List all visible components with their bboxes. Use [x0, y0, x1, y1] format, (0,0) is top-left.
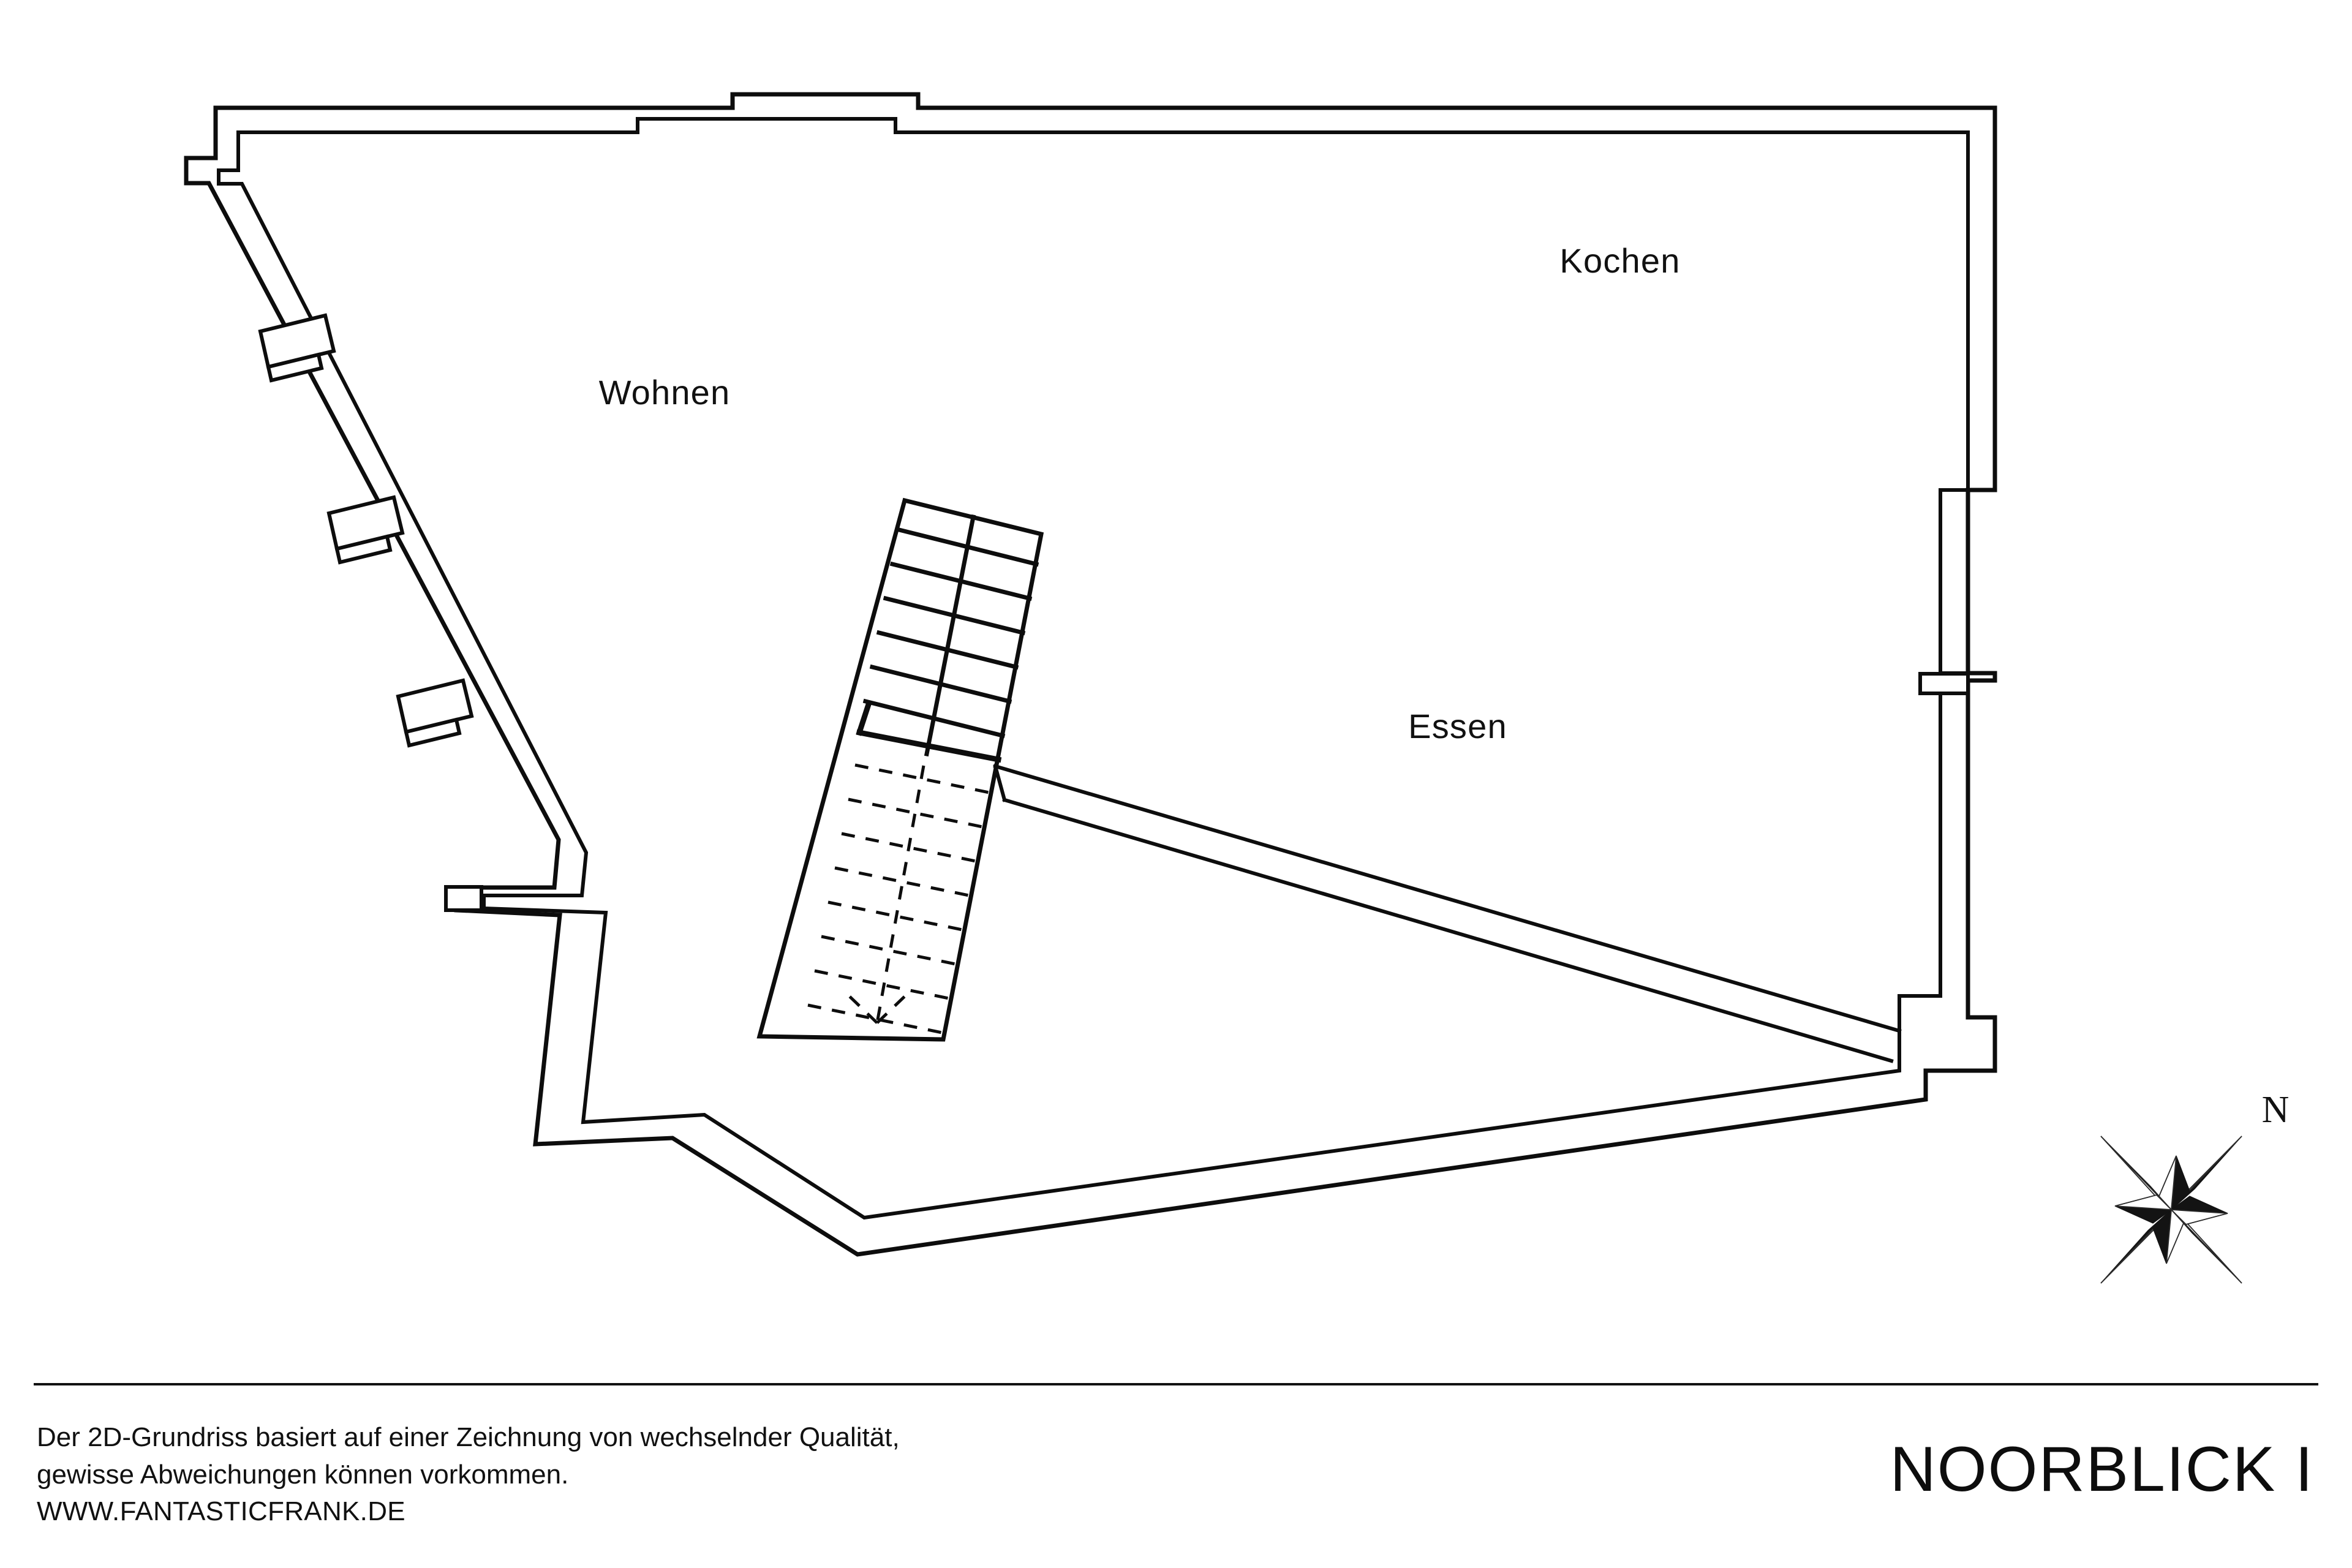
- stair-stringer-upper: [924, 514, 976, 757]
- stair-break-line: [856, 729, 1002, 763]
- compass: N: [2082, 1078, 2340, 1323]
- stair-direction-arrow-icon: [844, 991, 909, 1024]
- window-left-2: [326, 495, 405, 565]
- room-label-wohnen: Wohnen: [599, 373, 731, 412]
- wall-jog-notch: [444, 885, 483, 912]
- compass-rose-icon: N: [2100, 1089, 2290, 1284]
- stair-break-line-2: [856, 701, 872, 736]
- disclaimer-line-2: gewisse Abweichungen können vorkommen.: [37, 1459, 569, 1490]
- stair-walkline-lower: [875, 765, 925, 1023]
- inner-wall-outline: [217, 117, 1970, 1220]
- staircase: [756, 497, 1044, 1042]
- stair-outline: [756, 497, 1044, 1042]
- window-left-3: [396, 678, 474, 748]
- footer: Der 2D-Grundriss basiert auf einer Zeich…: [0, 1385, 2352, 1568]
- footer-divider: [34, 1383, 2318, 1385]
- room-label-essen: Essen: [1408, 707, 1507, 745]
- compass-north-label: N: [2262, 1089, 2290, 1131]
- interior-partition-wall: [993, 764, 1902, 1063]
- disclaimer-line-1: Der 2D-Grundriss basiert auf einer Zeich…: [37, 1422, 900, 1452]
- project-title: NOORBLICK I: [1890, 1434, 2314, 1505]
- disclaimer-text: Der 2D-Grundriss basiert auf einer Zeich…: [37, 1419, 1384, 1531]
- website-url[interactable]: WWW.FANTASTICFRANK.DE: [37, 1496, 405, 1527]
- window-left-1: [258, 313, 336, 383]
- window-right-1: [1918, 672, 1970, 695]
- outer-wall-outline: [184, 92, 1997, 1257]
- floor-plan-drawing: Wohnen Kochen Essen: [184, 92, 1997, 1257]
- plan-svg: Wohnen Kochen Essen: [184, 92, 1997, 1257]
- room-label-kochen: Kochen: [1559, 241, 1680, 280]
